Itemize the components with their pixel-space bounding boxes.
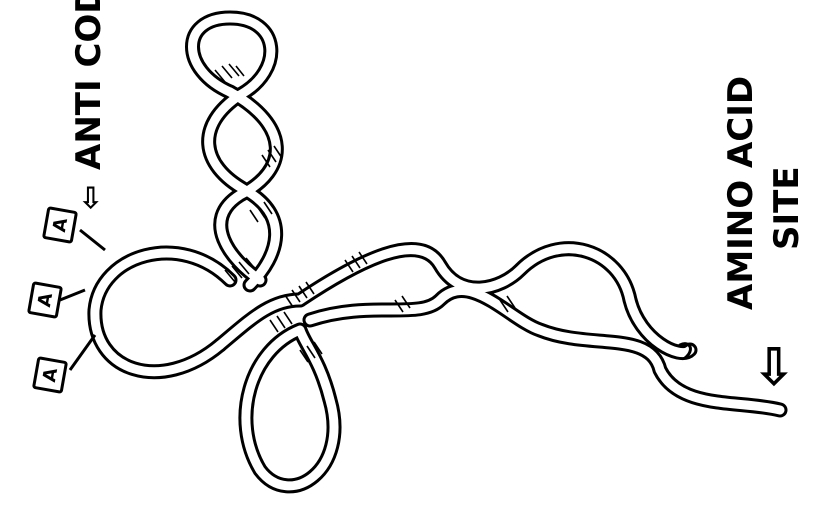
amino-acid-label-line2: SITE — [767, 166, 807, 250]
amino-acid-label-line1: AMINO ACID — [721, 76, 761, 310]
anticodon-label: ANTI CODON — [69, 0, 109, 170]
amino-acid-arrow: ⇩ — [752, 338, 796, 398]
base-box-1: A — [34, 358, 67, 392]
base-box-3: A — [44, 208, 77, 242]
anticodon-arrow: ⇦ — [73, 185, 108, 210]
amino-acid-label-group: AMINO ACID SITE — [721, 76, 807, 310]
trna-strand — [95, 18, 780, 486]
base-box-2: A — [29, 283, 62, 317]
anticodon-label-group: ⇦ ANTI CODON — [69, 0, 109, 210]
